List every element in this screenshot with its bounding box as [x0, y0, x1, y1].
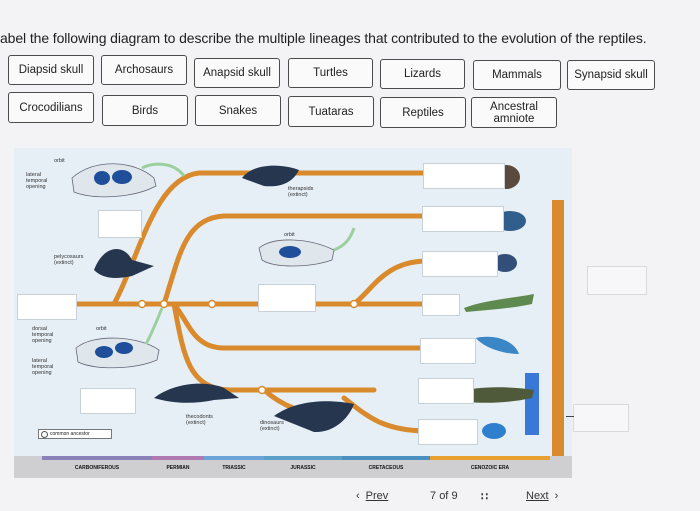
snake-icon: [493, 254, 517, 272]
label-therapsids: therapsids (extinct): [288, 186, 314, 198]
chip-tuataras[interactable]: Tuataras: [288, 96, 374, 127]
label-orbit-mid: orbit: [284, 232, 295, 238]
therapsid-silhouette: [242, 165, 299, 187]
label-dinosaurs: dinosaurs (extinct): [260, 420, 284, 432]
page-indicator: 7 of 9: [430, 490, 458, 502]
thecodont-silhouette: [154, 383, 239, 403]
lizard-icon: [476, 336, 519, 354]
drop-target-13[interactable]: [573, 404, 629, 432]
tuatara-icon: [464, 294, 534, 312]
instruction-text: abel the following diagram to describe t…: [0, 30, 647, 46]
next-button[interactable]: Next ›: [526, 490, 558, 502]
label-dorsal-temporal-opening: dorsal temporal opening: [32, 326, 54, 344]
phylogeny-diagram: orbit lateral temporal opening therapsid…: [14, 148, 572, 478]
chip-crocodilians[interactable]: Crocodilians: [8, 92, 94, 123]
drop-target-5[interactable]: [420, 338, 476, 364]
branch-turtles: [351, 258, 427, 307]
chip-anapsid-skull[interactable]: Anapsid skull: [194, 58, 280, 88]
legend-label: common ancestor: [50, 431, 90, 437]
chip-snakes[interactable]: Snakes: [195, 95, 281, 126]
prev-button[interactable]: ‹ Prev: [356, 490, 388, 502]
chevron-right-icon: ›: [554, 490, 559, 502]
period-cretaceous: CRETACEOUS: [368, 465, 404, 471]
label-lateral-temporal-opening: lateral temporal opening: [26, 172, 48, 190]
legend-common-ancestor: common ancestor: [38, 429, 112, 439]
drop-target-2[interactable]: [422, 206, 504, 232]
chip-diapsid-skull[interactable]: Diapsid skull: [8, 55, 94, 85]
chip-mammals[interactable]: Mammals: [473, 60, 561, 90]
drop-target-6[interactable]: [418, 378, 474, 404]
chevron-left-icon: ‹: [356, 490, 360, 502]
next-label: Next: [526, 490, 549, 502]
label-orbit-top: orbit: [54, 158, 65, 164]
bracket-connector: [566, 416, 574, 417]
bird-icon: [482, 423, 506, 439]
chip-archosaurs[interactable]: Archosaurs: [101, 55, 187, 85]
drop-target-4[interactable]: [422, 294, 460, 316]
period-permian: PERMIAN: [166, 465, 190, 471]
chip-birds[interactable]: Birds: [102, 95, 188, 126]
reptile-bracket-bar: [552, 200, 564, 462]
label-pelycosaurs: pelycosaurs (extinct): [54, 254, 84, 266]
chip-ancestral-amniote[interactable]: Ancestral amniote: [471, 97, 557, 128]
drop-target-10[interactable]: [258, 284, 316, 312]
archosaur-bracket-bar: [525, 373, 539, 435]
branch-archosaurs-mid: [171, 301, 427, 351]
period-triassic: TRIASSIC: [222, 465, 246, 471]
chip-reptiles[interactable]: Reptiles: [380, 97, 466, 128]
drop-target-1[interactable]: [423, 163, 505, 189]
drop-target-3[interactable]: [422, 251, 498, 277]
drop-target-12[interactable]: [587, 266, 647, 295]
period-jurassic: JURASSIC: [290, 465, 316, 471]
prev-label: Prev: [365, 490, 389, 502]
crocodile-icon: [454, 387, 534, 403]
drop-target-8[interactable]: [98, 210, 142, 238]
drop-target-9[interactable]: [17, 294, 77, 320]
label-orbit-bottom: orbit: [96, 326, 107, 332]
grid-icon[interactable]: ∷: [481, 491, 489, 503]
chip-synapsid-skull[interactable]: Synapsid skull: [567, 60, 655, 90]
dinosaur-silhouette: [274, 401, 354, 433]
branch-mammals: [111, 170, 427, 307]
diapsid-skull-shape: [75, 337, 160, 369]
period-cenozoic: CENOZOIC ERA: [470, 465, 510, 471]
label-lateral-temporal-opening-2: lateral temporal opening: [32, 358, 54, 376]
node-legend-icon: [41, 430, 48, 438]
chip-lizards[interactable]: Lizards: [380, 59, 465, 89]
period-carboniferous: CARBONIFEROUS: [74, 465, 120, 471]
drop-target-11[interactable]: [80, 388, 136, 414]
branch-diapsid-upper: [161, 213, 427, 307]
phylogeny-branches: [14, 162, 572, 478]
pelycosaur-silhouette: [94, 249, 154, 278]
chip-turtles[interactable]: Turtles: [288, 58, 373, 88]
label-thecodonts: thecodonts (extinct): [186, 414, 213, 426]
branch-birds: [341, 395, 427, 434]
drop-target-7[interactable]: [418, 419, 478, 445]
